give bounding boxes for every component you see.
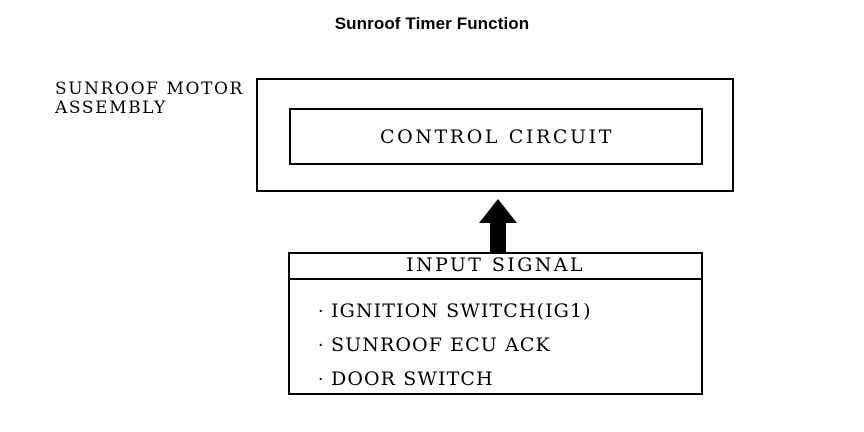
list-item-label: IGNITION SWITCH(IG1) xyxy=(331,300,592,322)
control-circuit-label: CONTROL CIRCUIT xyxy=(379,125,615,148)
input-signal-header: INPUT SIGNAL xyxy=(290,254,701,280)
bullet-icon: · xyxy=(318,302,325,322)
list-item: · SUNROOF ECU ACK xyxy=(318,329,701,363)
assembly-label-line-1: SUNROOF MOTOR xyxy=(55,79,244,99)
bullet-icon: · xyxy=(318,370,325,390)
page-title: Sunroof Timer Function xyxy=(334,14,530,33)
list-item-label: DOOR SWITCH xyxy=(331,368,494,390)
list-item: · IGNITION SWITCH(IG1) xyxy=(318,295,701,329)
control-circuit-box: CONTROL CIRCUIT xyxy=(289,108,703,165)
input-signal-header-label: INPUT SIGNAL xyxy=(406,254,585,276)
input-signal-box: INPUT SIGNAL · IGNITION SWITCH(IG1) · SUNR… xyxy=(288,252,703,395)
assembly-label-line-2: ASSEMBLY xyxy=(55,98,167,118)
list-item-label: SUNROOF ECU ACK xyxy=(331,334,551,356)
upward-arrow-icon xyxy=(479,199,517,253)
sunroof-motor-assembly-label: SUNROOF MOTOR ASSEMBLY xyxy=(55,80,260,118)
input-signal-list: · IGNITION SWITCH(IG1) · SUNROOF ECU ACK ·… xyxy=(290,282,701,397)
list-item: · DOOR SWITCH xyxy=(318,363,701,397)
bullet-icon: · xyxy=(318,336,325,356)
